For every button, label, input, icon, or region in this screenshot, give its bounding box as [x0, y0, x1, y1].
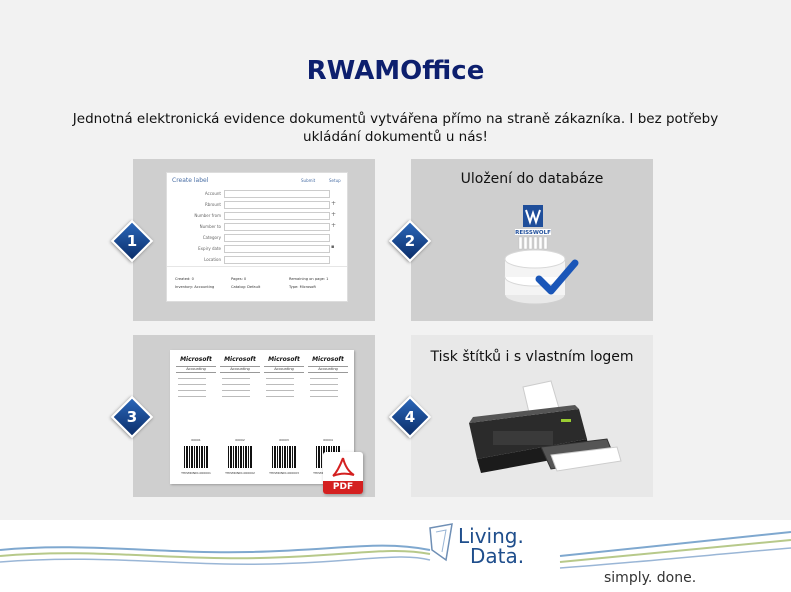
acrobat-icon — [332, 457, 355, 477]
living-data-logo-icon — [429, 523, 453, 562]
form-row: Expiry date ▪ — [167, 244, 347, 253]
label-preview: Microsoft Accounting 00002 THISMONDI-000… — [220, 356, 260, 478]
form-divider — [167, 266, 347, 267]
label-department: Accounting — [264, 366, 304, 373]
plus-icon: + — [331, 211, 337, 218]
label-department: Accounting — [176, 366, 216, 373]
barcode-icon — [228, 446, 252, 468]
label-brand: Microsoft — [268, 356, 300, 363]
form-input — [224, 234, 330, 242]
form-meta-created: Created: 0 — [175, 277, 194, 281]
form-field-label: Category — [202, 235, 221, 240]
form-meta-catalog: Catalog: Default — [231, 285, 261, 289]
database-cylinder-icon — [504, 249, 566, 305]
form-meta-type: Type: Microsoft — [289, 285, 316, 289]
printer-illustration — [469, 380, 622, 473]
form-row: Location — [167, 256, 347, 264]
barcode-icon — [184, 446, 208, 468]
form-meta-inventory: Inventory: Accounting — [175, 285, 215, 289]
step-number: 3 — [126, 408, 138, 426]
label-brand: Microsoft — [180, 356, 212, 363]
label-barcode-text: THISMONDI-000001 — [181, 471, 211, 475]
step-number: 2 — [404, 232, 416, 250]
form-row: Number from + — [167, 211, 347, 220]
printer-icon — [469, 380, 622, 473]
label-number: 00001 — [191, 438, 201, 442]
label-barcode-text: THISMONDI-000003 — [269, 471, 299, 475]
pdf-file-icon: PDF — [323, 452, 363, 494]
reisswolf-logo-icon — [515, 205, 551, 235]
footer-tagline: simply. done. — [604, 570, 697, 586]
barcode-icon — [272, 446, 296, 468]
database-illustration: REISSWOLF — [504, 205, 579, 305]
step-number: 4 — [404, 408, 416, 426]
form-field-label: Rbrount — [205, 202, 221, 207]
form-meta-pages: Pages: 0 — [231, 277, 247, 281]
label-number: 00002 — [235, 438, 245, 442]
footer-logo-line1: Living. — [458, 524, 524, 548]
form-title: Create label — [172, 177, 209, 184]
form-input — [224, 190, 330, 198]
step-2-caption: Uložení do databáze — [460, 171, 604, 187]
footer: Living. Data. simply. done. — [0, 520, 791, 592]
pdf-label: PDF — [323, 481, 363, 494]
label-brand: Microsoft — [312, 356, 344, 363]
label-department: Accounting — [220, 366, 260, 373]
calendar-icon: ▪ — [331, 244, 335, 250]
label-preview: Microsoft Accounting 00003 THISMONDI-000… — [264, 356, 304, 478]
form-meta-remaining: Remaining on page: 1 — [289, 277, 329, 281]
label-number: 00004 — [323, 438, 333, 442]
step-panel-4: Tisk štítků i s vlastním logem — [411, 335, 653, 497]
create-label-form-screenshot: Create label Submit Setup Account Rbroun… — [166, 172, 348, 302]
form-input — [224, 245, 330, 253]
form-field-label: Number from — [194, 213, 221, 218]
form-field-label: Account — [204, 191, 221, 196]
form-row: Number to + — [167, 222, 347, 231]
form-row: Rbrount + — [167, 200, 347, 209]
page-title: RWAMOffice — [306, 56, 485, 86]
form-row: Category — [167, 234, 347, 242]
form-field-label: Expiry date — [198, 246, 221, 251]
footer-logo-line2: Data. — [470, 544, 525, 568]
page-subtitle: Jednotná elektronická evidence dokumentů… — [72, 111, 719, 145]
form-field-label: Location — [204, 257, 221, 262]
form-input — [224, 212, 330, 220]
form-row: Account — [167, 190, 347, 198]
form-input — [224, 201, 330, 209]
step-4-caption: Tisk štítků i s vlastním logem — [430, 349, 634, 365]
plus-icon: + — [331, 200, 337, 207]
form-input — [224, 256, 330, 264]
plus-icon: + — [331, 222, 337, 229]
form-input — [224, 223, 330, 231]
label-preview: Microsoft Accounting 00001 THISMONDI-000… — [176, 356, 216, 478]
step-panel-2: Uložení do databáze REISSWOLF — [411, 159, 653, 321]
form-submit-action: Submit — [301, 178, 316, 183]
form-field-label: Number to — [199, 224, 221, 229]
footer-waves-decoration — [0, 523, 791, 569]
label-number: 00003 — [279, 438, 289, 442]
reisswolf-logo-text: REISSWOLF — [515, 230, 551, 236]
step-number: 1 — [126, 232, 138, 250]
checkmark-icon — [535, 259, 579, 295]
label-brand: Microsoft — [224, 356, 256, 363]
label-barcode-text: THISMONDI-000002 — [225, 471, 255, 475]
label-department: Accounting — [308, 366, 348, 373]
form-setup-action: Setup — [329, 178, 341, 183]
